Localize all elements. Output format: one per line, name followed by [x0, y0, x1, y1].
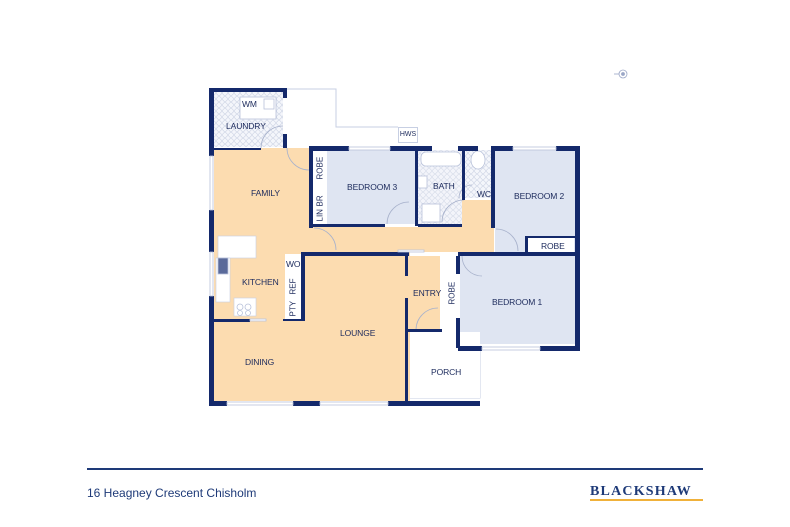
ref-label: REF	[288, 278, 298, 295]
pty-label: PTY	[288, 300, 298, 317]
north-arrow-icon	[614, 69, 628, 79]
room-fills	[214, 92, 576, 401]
lin-label: LIN	[315, 209, 325, 222]
robe-bedroom1-label: ROBE	[447, 281, 457, 305]
bedroom1-label: BEDROOM 1	[492, 297, 543, 307]
laundry-label: LAUNDRY	[226, 121, 266, 131]
kitchen-label: KITCHEN	[242, 277, 279, 287]
entry-label: ENTRY	[413, 288, 442, 298]
robe-bedroom2-label: ROBE	[541, 241, 565, 251]
footer-divider	[87, 468, 703, 470]
fixtures	[217, 96, 486, 316]
hws-label: HWS	[398, 127, 418, 143]
porch-label: PORCH	[431, 367, 462, 377]
door-swings	[260, 125, 519, 331]
bedroom2-label: BEDROOM 2	[514, 191, 565, 201]
walls	[209, 88, 580, 406]
property-address: 16 Heagney Crescent Chisholm	[87, 486, 257, 500]
brand-underline	[590, 499, 703, 501]
robe-bedroom3-label: ROBE	[315, 156, 325, 180]
wc-label: WC	[477, 189, 491, 199]
bedroom3-label: BEDROOM 3	[347, 182, 398, 192]
wm-label: WM	[242, 99, 257, 109]
wo-label: WO	[286, 259, 301, 269]
brand-logo: BLACKSHAW	[590, 484, 692, 499]
br-label: BR	[315, 195, 325, 207]
windows	[209, 146, 557, 406]
dining-label: DINING	[245, 357, 275, 367]
family-label: FAMILY	[251, 188, 281, 198]
lounge-label: LOUNGE	[340, 328, 376, 338]
bath-label: BATH	[433, 181, 455, 191]
